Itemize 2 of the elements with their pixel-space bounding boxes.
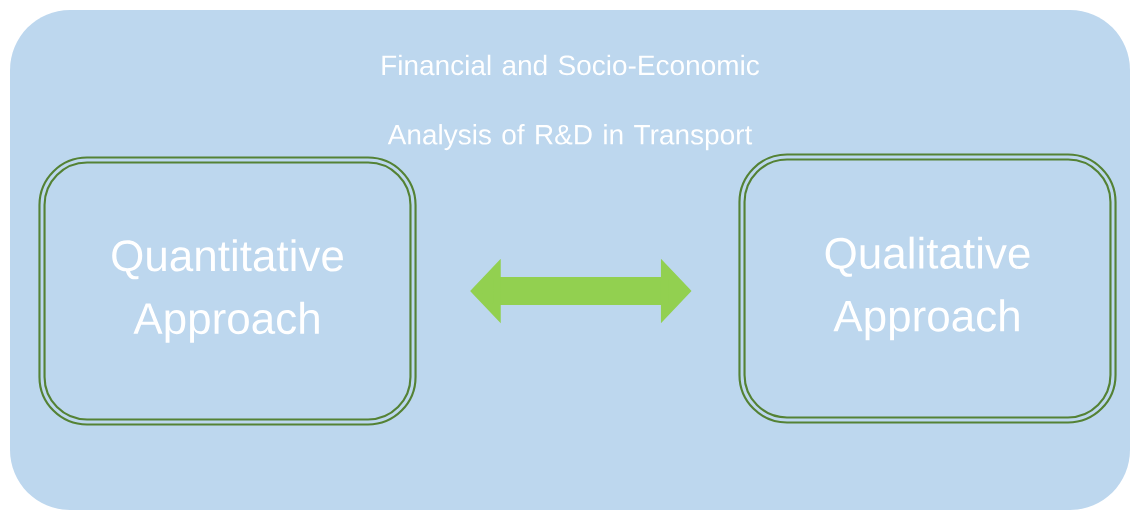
rounded-box: Qualitative Approach xyxy=(738,153,1117,424)
rounded-box: Quantitative Approach xyxy=(38,156,417,426)
